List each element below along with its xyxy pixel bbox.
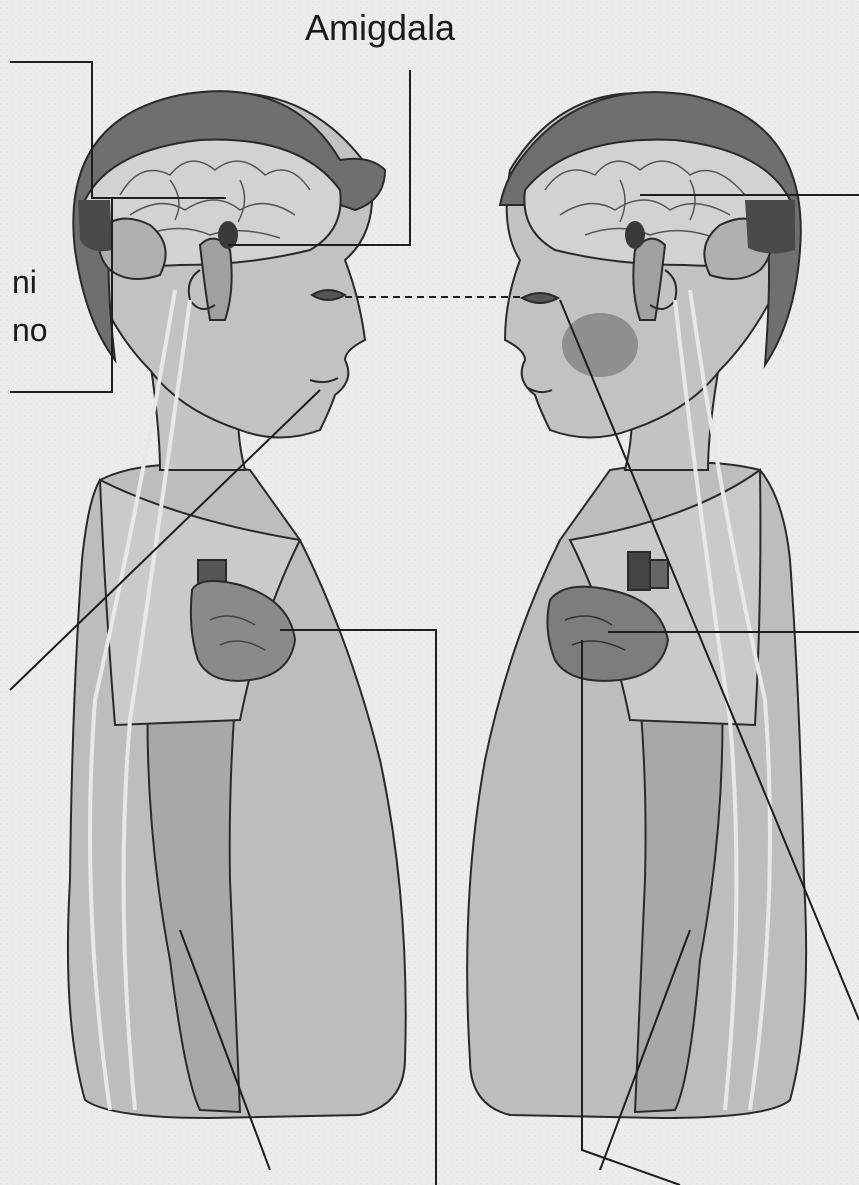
right-child-frontal-region (745, 200, 795, 254)
left-child-eye (312, 290, 345, 300)
amigdala-label: Amigdala (305, 10, 455, 46)
right-child-eye (522, 293, 558, 303)
left-partial-label-line-1: ni (12, 266, 37, 298)
right-child-amygdala-marker (625, 221, 645, 249)
left-child-frontal-region (78, 200, 112, 251)
left-partial-label-line-2: no (12, 314, 48, 346)
right-child-cheek (562, 313, 638, 377)
